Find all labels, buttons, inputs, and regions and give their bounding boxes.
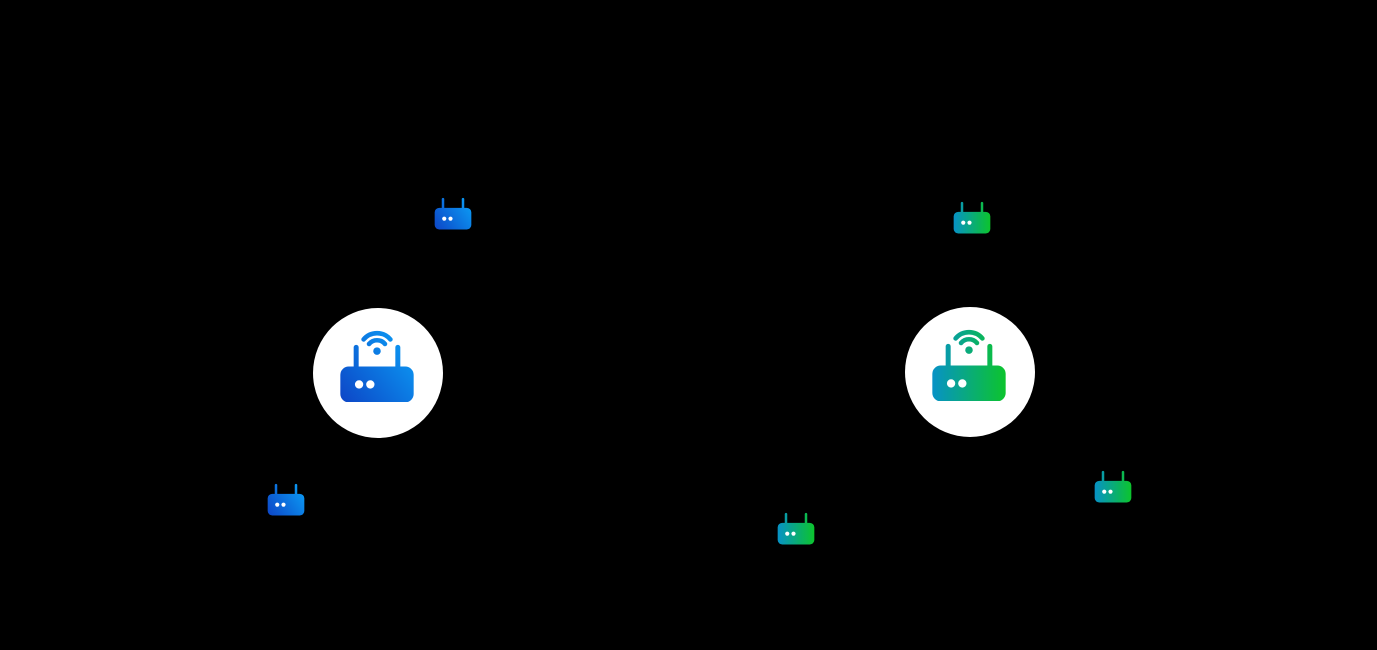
status-dot [1108,489,1113,494]
status-dot [354,380,364,389]
router-icon [1094,470,1132,503]
hub-router-green-circle [905,307,1035,437]
satellite-router-green-bottom [776,512,816,545]
router-icon [777,512,815,545]
satellite-router-green-top [952,201,992,234]
wifi-signal-icon [361,330,393,347]
status-dot [281,502,286,507]
router-icon [953,201,991,234]
status-dot [366,380,375,389]
wifi-router-icon [340,330,414,403]
status-dot [958,379,967,388]
status-dot [967,220,972,225]
status-dot [961,220,966,225]
status-dot [442,216,447,221]
satellite-router-green-right [1093,470,1133,503]
satellite-router-blue-top [433,197,473,230]
wifi-router-icon [932,329,1006,402]
status-dot [448,216,453,221]
status-dot [946,379,956,388]
wifi-signal-icon [953,329,985,346]
router-icon [434,197,472,230]
hub-router-blue-circle [313,308,443,438]
status-dot [791,531,796,536]
status-dot [785,531,790,536]
status-dot [1102,489,1107,494]
router-icon [267,483,305,516]
status-dot [275,502,280,507]
satellite-router-blue-bottom [266,483,306,516]
